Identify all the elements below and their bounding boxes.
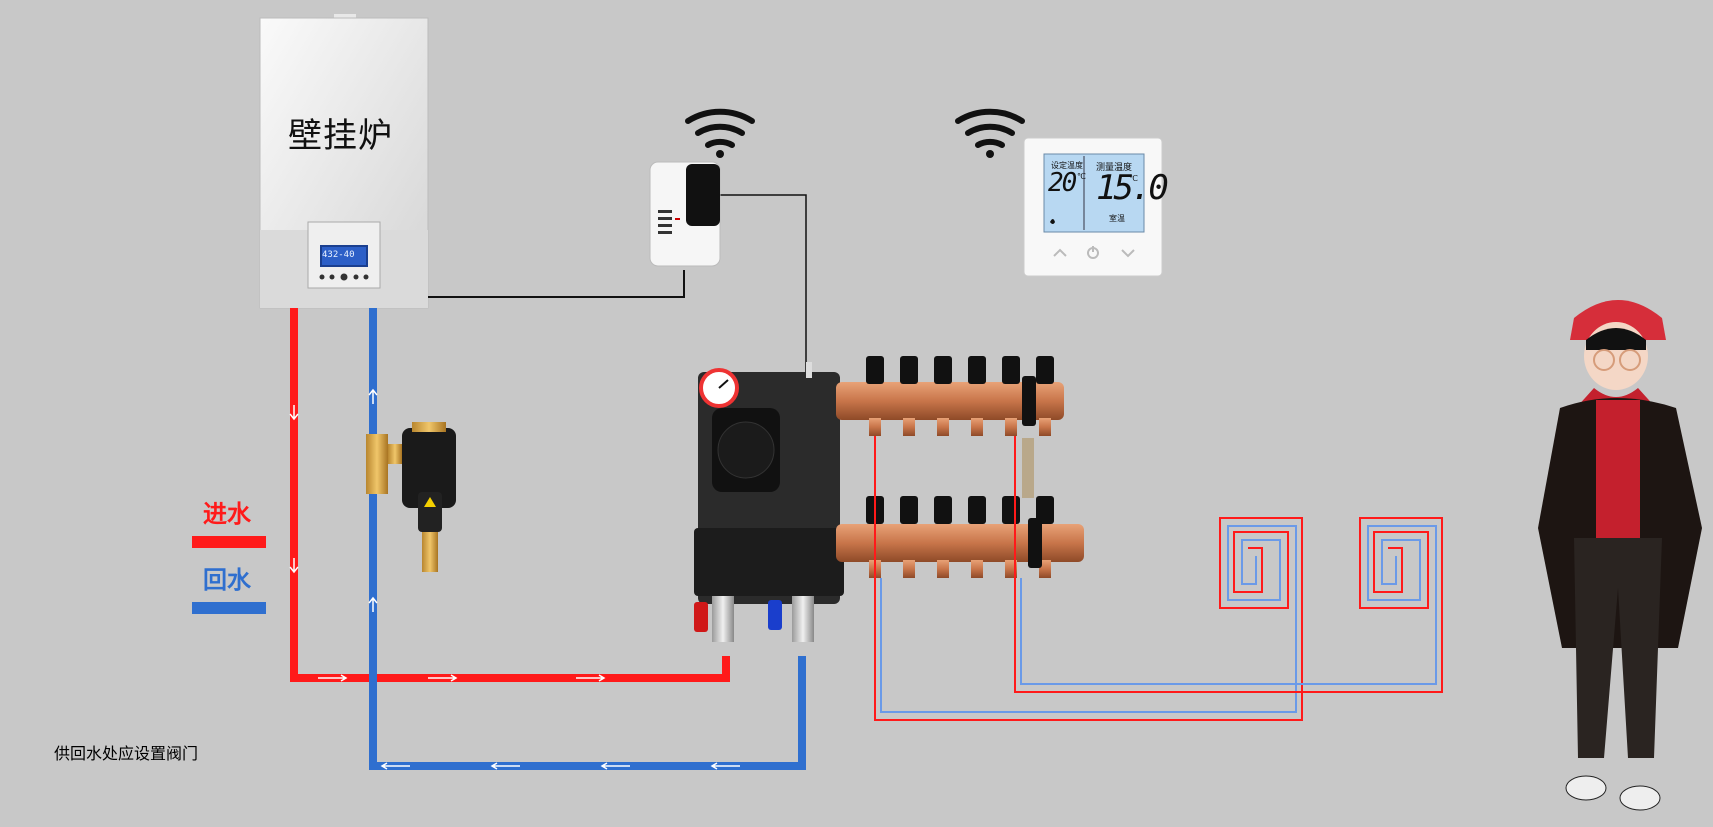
thermostat-set-unit: ℃ [1077, 172, 1086, 181]
boiler-display-readout: 432-40 [322, 250, 355, 260]
boiler-control-panel [307, 221, 381, 289]
wall-boiler [259, 14, 429, 309]
wifi-controller [649, 161, 721, 267]
return-legend-label: 回水 [203, 566, 251, 594]
thermostat-room-label: 室温 [1109, 214, 1125, 223]
supply-legend-label: 进水 [203, 500, 251, 528]
flame-icon [1050, 219, 1055, 224]
thermostat-measured-unit: ℃ [1129, 174, 1138, 183]
control-wire [428, 270, 685, 298]
boiler-title: 壁挂炉 [288, 116, 393, 156]
thermostat-measured-label: 测量温度 [1096, 163, 1133, 173]
down-arrow-icon [1121, 249, 1135, 258]
mixing-pump-unit [694, 362, 844, 642]
mascot-character [1538, 300, 1702, 811]
return-pipe [369, 308, 806, 770]
return-legend-swatch [192, 602, 266, 614]
floor-heating-loop-1 [874, 436, 1303, 721]
power-icon [1087, 246, 1099, 259]
supply-legend-swatch [192, 536, 266, 548]
thermostat-set-label: 设定温度 [1051, 161, 1083, 170]
thermostat-set-value: 20 [1048, 168, 1077, 198]
wifi-icon [685, 108, 755, 158]
return-manifold [836, 438, 1084, 578]
supply-pipe [290, 308, 730, 682]
supply-manifold [836, 356, 1064, 436]
valve-note: 供回水处应设置阀门 [54, 744, 199, 763]
up-arrow-icon [1053, 248, 1067, 257]
floor-heating-loop-2 [1014, 436, 1443, 693]
thermostat [1023, 137, 1163, 277]
magnetic-filter [366, 422, 456, 572]
thermostat-measured-value: 15.0 [1096, 168, 1169, 208]
flow-arrows [289, 388, 740, 770]
wifi-icon [955, 108, 1025, 158]
